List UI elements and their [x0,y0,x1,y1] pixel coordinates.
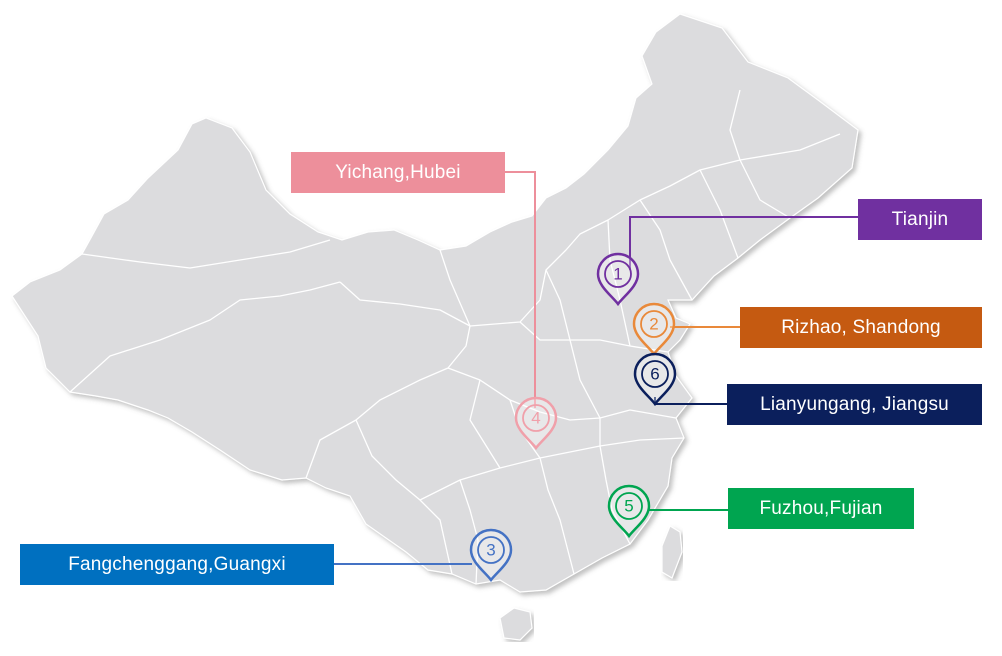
label-lianyungang-jiangsu: Lianyungang, Jiangsu [727,384,982,425]
leader-line-tianjin [629,216,858,270]
map-pin-icon[interactable]: 4 [514,396,558,451]
label-yichang-hubei: Yichang,Hubei [291,152,505,193]
label-rizhao-shandong: Rizhao, Shandong [740,307,982,348]
map-pin-icon[interactable]: 5 [607,484,651,539]
pin-number-1: 1 [613,265,622,284]
label-fangchenggang-guangxi: Fangchenggang,Guangxi [20,544,334,585]
map-pin-icon[interactable]: 6 [633,352,677,407]
hainan-island [499,607,533,641]
map-pin-icon[interactable]: 1 [596,252,640,307]
mainland-china-shape [11,13,859,593]
pin-number-2: 2 [649,315,658,334]
taiwan-island [661,525,683,579]
pin-number-4: 4 [531,409,540,428]
pin-number-6: 6 [650,365,659,384]
pin-number-3: 3 [486,541,495,560]
leader-line-yichang [505,171,536,408]
label-tianjin: Tianjin [858,199,982,240]
pin-number-5: 5 [624,497,633,516]
label-fuzhou-fujian: Fuzhou,Fujian [728,488,914,529]
map-pin-icon[interactable]: 2 [632,302,676,357]
map-pin-icon[interactable]: 3 [469,528,513,583]
